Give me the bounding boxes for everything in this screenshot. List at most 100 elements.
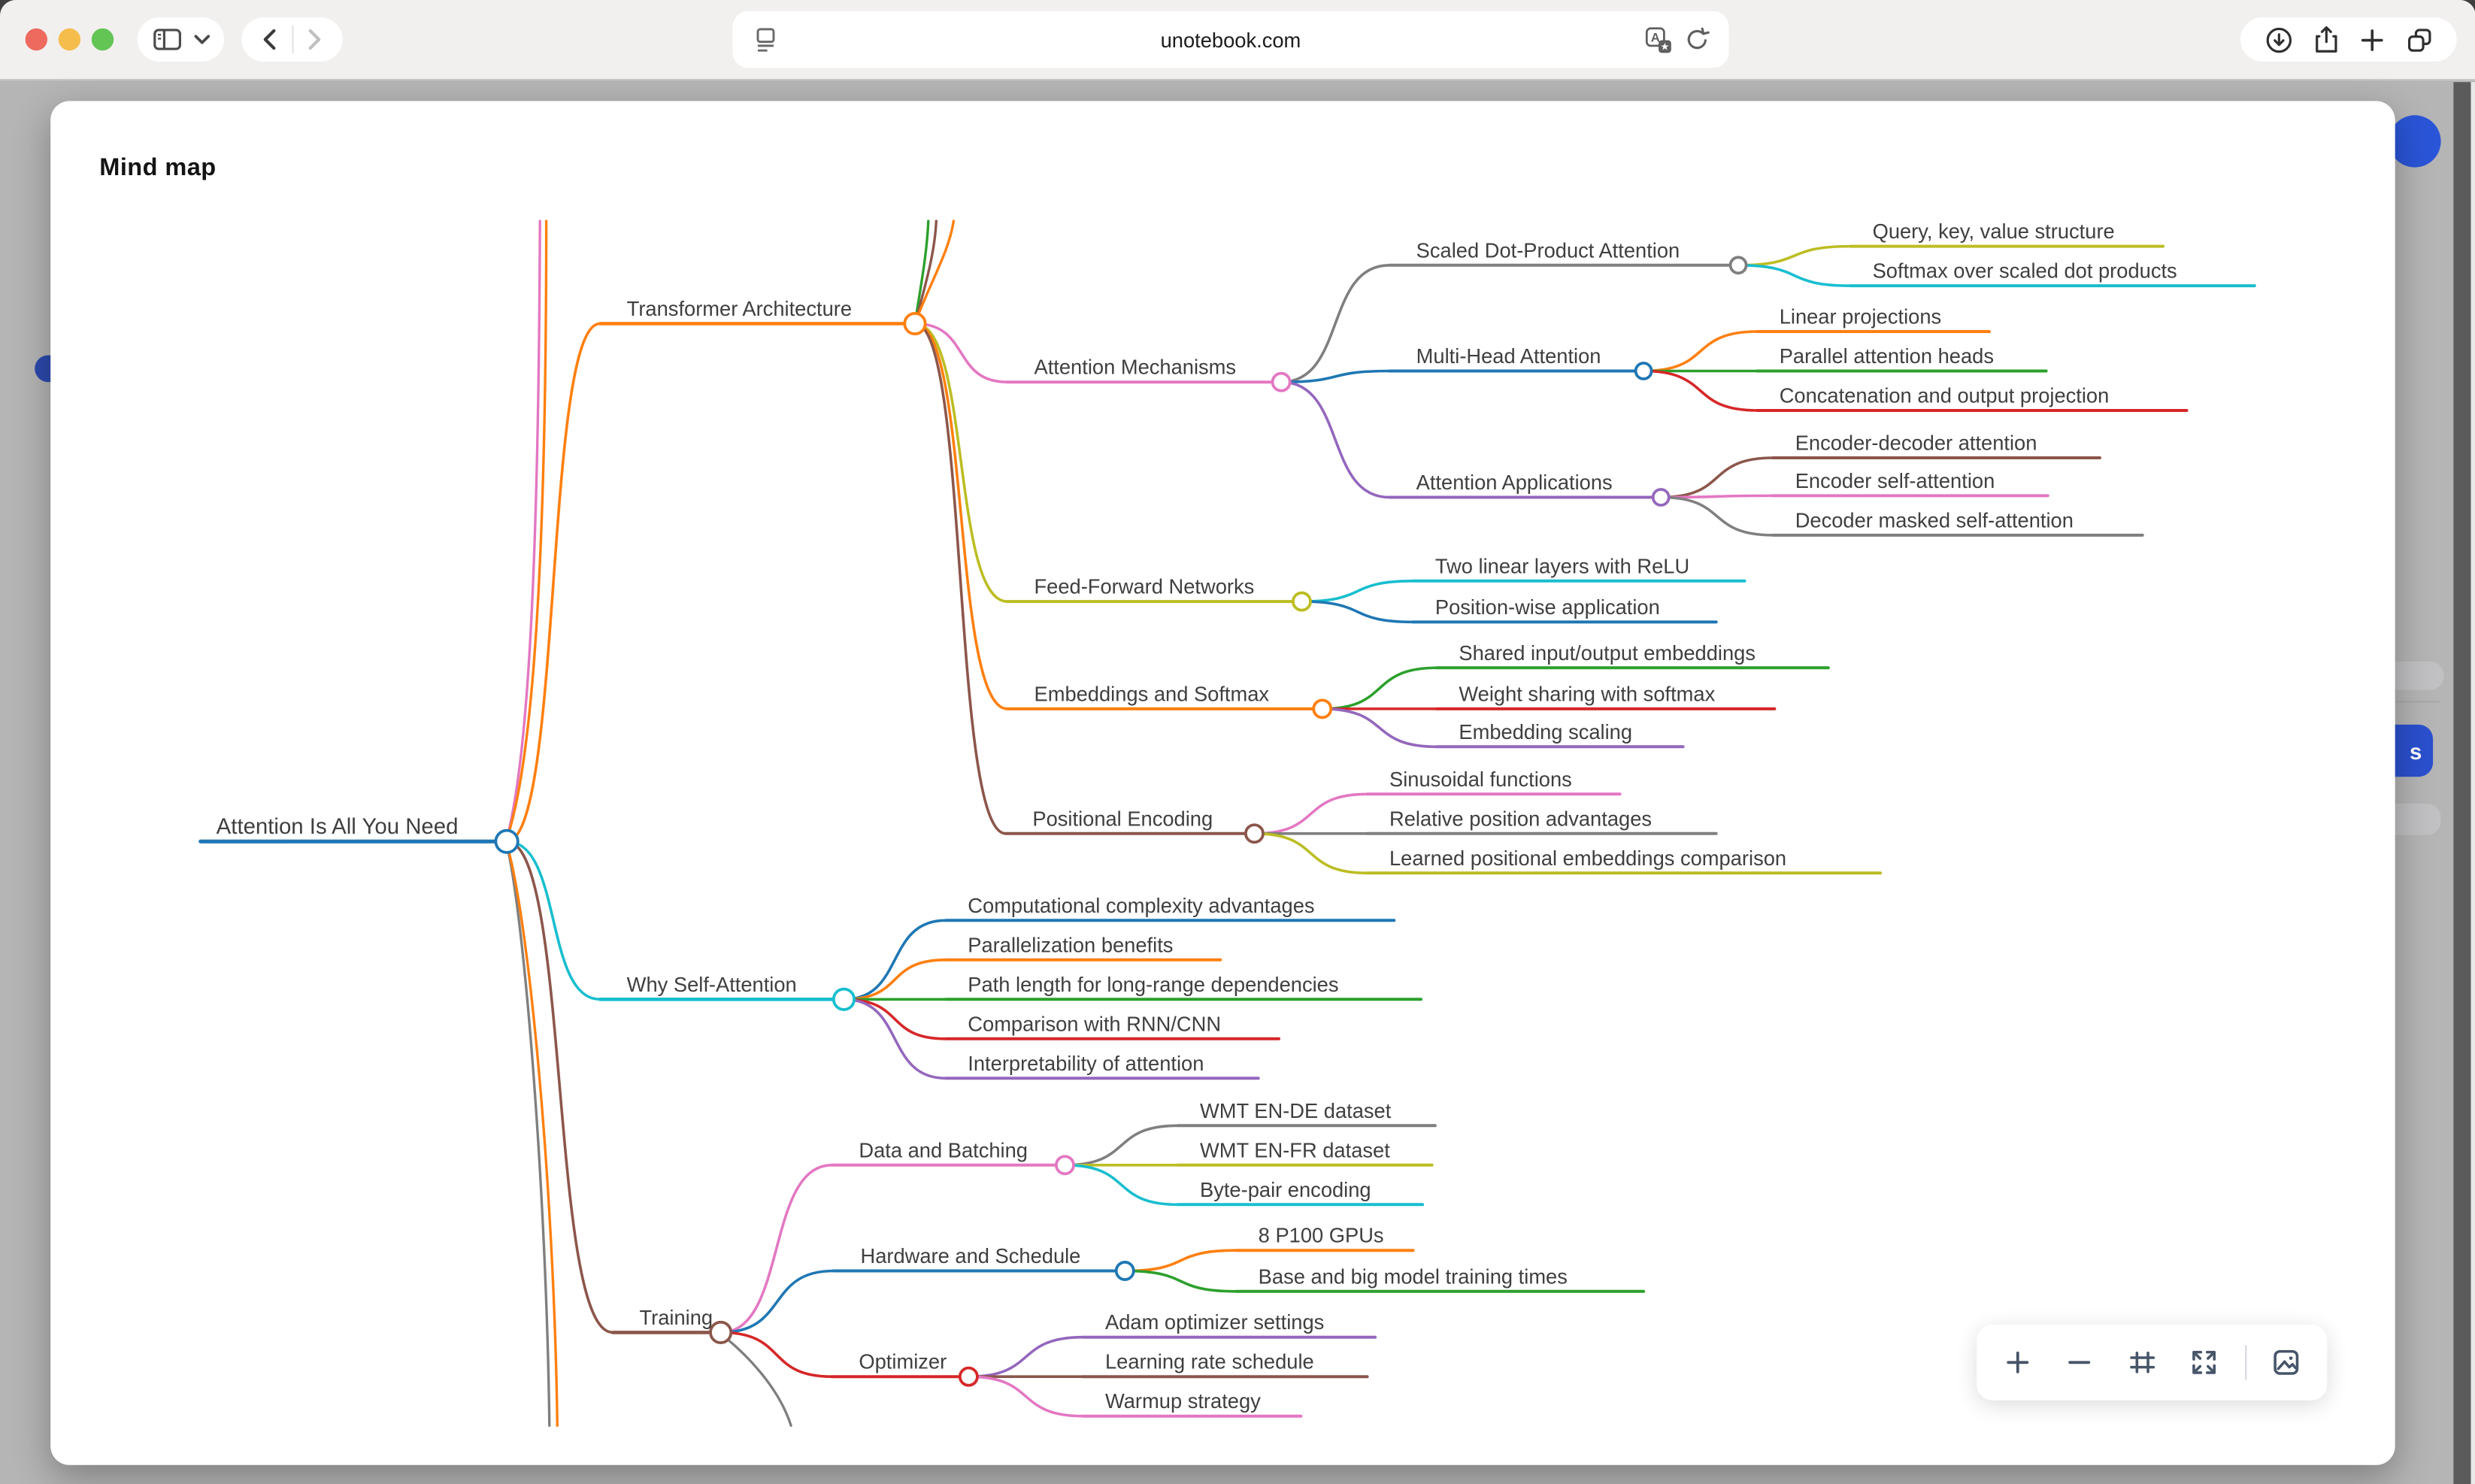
why-self-attention-circle[interactable]	[832, 987, 856, 1011]
address-bar[interactable]: unotebook.com A★	[732, 11, 1729, 68]
clipped-branch-link	[504, 840, 551, 1427]
multi-head-attention-circle[interactable]	[1634, 362, 1653, 380]
why-self-attention-link	[505, 840, 601, 1001]
hardware-and-schedule-label[interactable]: Hardware and Schedule	[861, 1244, 1081, 1267]
translate-icon[interactable]: A★	[1645, 26, 1672, 53]
shared-input-output-embeddings-label[interactable]: Shared input/output embeddings	[1459, 641, 1756, 665]
training-circle[interactable]	[709, 1320, 733, 1344]
parallel-attention-heads-label[interactable]: Parallel attention heads	[1780, 344, 1994, 368]
clipped-branch-link	[504, 220, 541, 843]
base-and-big-model-training-times-label[interactable]: Base and big model training times	[1259, 1264, 1568, 1288]
relative-position-advantages-label[interactable]: Relative position advantages	[1389, 807, 1652, 830]
multi-head-attention-label[interactable]: Multi-Head Attention	[1416, 344, 1601, 368]
byte-pair-encoding-label[interactable]: Byte-pair encoding	[1200, 1178, 1371, 1201]
why-self-attention-label[interactable]: Why Self-Attention	[627, 973, 797, 996]
interpretability-of-attention-label[interactable]: Interpretability of attention	[968, 1052, 1204, 1075]
position-wise-application-label[interactable]: Position-wise application	[1435, 595, 1660, 619]
feed-forward-networks-circle[interactable]	[1292, 591, 1312, 612]
fullscreen-icon[interactable]	[2183, 1340, 2227, 1385]
tabs-icon[interactable]	[2405, 26, 2432, 53]
root-label[interactable]: Attention Is All You Need	[217, 814, 459, 839]
new-tab-icon[interactable]	[2359, 28, 2383, 52]
data-and-batching-link	[719, 1164, 834, 1334]
wmt-en-fr-dataset-label[interactable]: WMT EN-FR dataset	[1200, 1138, 1390, 1161]
clipped-branch-link	[913, 220, 930, 326]
computational-complexity-advantages-label[interactable]: Computational complexity advantages	[968, 894, 1314, 917]
downloads-icon[interactable]	[2264, 26, 2292, 53]
attention-mechanisms-circle[interactable]	[1271, 371, 1292, 392]
transformer-architecture-label[interactable]: Transformer Architecture	[627, 297, 852, 320]
zoom-in-icon[interactable]	[1995, 1340, 2039, 1385]
embeddings-and-softmax-label[interactable]: Embeddings and Softmax	[1034, 682, 1269, 705]
mindmap-canvas[interactable]: Attention Is All You Need Transformer Arc…	[50, 101, 2395, 1464]
encoder-decoder-attention-label[interactable]: Encoder-decoder attention	[1795, 432, 2037, 455]
softmax-over-scaled-dot-products-label[interactable]: Softmax over scaled dot products	[1873, 259, 2177, 283]
chevron-down-icon[interactable]	[193, 35, 210, 44]
attention-applications-circle[interactable]	[1651, 488, 1671, 507]
comparison-with-rnn-cnn-label[interactable]: Comparison with RNN/CNN	[968, 1012, 1221, 1035]
minimize-window-button[interactable]	[58, 28, 81, 51]
embedding-scaling-label[interactable]: Embedding scaling	[1459, 720, 1632, 744]
embeddings-and-softmax-link	[913, 322, 1009, 710]
positional-encoding-link	[913, 322, 1007, 835]
decoder-masked-self-attention-label[interactable]: Decoder masked self-attention	[1795, 508, 2074, 532]
attention-mechanisms-label[interactable]: Attention Mechanisms	[1034, 356, 1236, 379]
two-linear-layers-with-relu-label[interactable]: Two linear layers with ReLU	[1435, 554, 1689, 577]
8-p100-gpus-label[interactable]: 8 P100 GPUs	[1259, 1224, 1384, 1247]
learned-positional-embeddings-comparison-label[interactable]: Learned positional embeddings comparison	[1389, 846, 1786, 870]
positional-encoding-label[interactable]: Positional Encoding	[1032, 807, 1213, 830]
reload-icon[interactable]	[1685, 27, 1710, 53]
feed-forward-networks-label[interactable]: Feed-Forward Networks	[1034, 575, 1254, 598]
reader-icon[interactable]	[755, 27, 777, 53]
share-icon[interactable]	[2314, 26, 2338, 54]
page-title: Mind map	[99, 154, 217, 182]
close-window-button[interactable]	[25, 28, 47, 51]
hardware-and-schedule-circle[interactable]	[1114, 1261, 1135, 1281]
optimizer-label[interactable]: Optimizer	[859, 1350, 947, 1373]
positional-encoding-circle[interactable]	[1244, 823, 1265, 844]
transformer-architecture-circle[interactable]	[903, 311, 927, 336]
export-image-icon[interactable]	[2264, 1340, 2309, 1385]
linear-projections-label[interactable]: Linear projections	[1780, 304, 1941, 328]
zoom-window-button[interactable]	[91, 28, 114, 51]
scaled-dot-product-attention-label[interactable]: Scaled Dot-Product Attention	[1416, 238, 1680, 262]
data-and-batching-circle[interactable]	[1055, 1155, 1075, 1176]
clipped-branch-link	[913, 220, 956, 326]
training-link	[505, 840, 614, 1334]
training-label[interactable]: Training	[640, 1306, 713, 1329]
wmt-en-de-dataset-label[interactable]: WMT EN-DE dataset	[1200, 1099, 1392, 1122]
adam-optimizer-settings-label[interactable]: Adam optimizer settings	[1105, 1310, 1324, 1334]
data-and-batching-label[interactable]: Data and Batching	[859, 1138, 1028, 1161]
encoder-self-attention-label[interactable]: Encoder self-attention	[1795, 469, 1995, 492]
forward-icon[interactable]	[293, 29, 338, 50]
parallelization-benefits-label[interactable]: Parallelization benefits	[968, 933, 1173, 956]
window-actions-pill	[2240, 17, 2457, 62]
svg-text:★: ★	[1660, 41, 1669, 52]
path-length-for-long-range-dependencies-label[interactable]: Path length for long-range dependencies	[968, 973, 1338, 996]
concatenation-and-output-projection-label[interactable]: Concatenation and output projection	[1780, 384, 2110, 407]
root-circle[interactable]	[494, 828, 520, 854]
embedding-scaling-link	[1320, 707, 1438, 749]
adam-optimizer-settings-link	[967, 1335, 1085, 1378]
embeddings-and-softmax-circle[interactable]	[1312, 698, 1333, 719]
8-p100-gpus-link	[1123, 1249, 1238, 1273]
scaled-dot-product-attention-circle[interactable]	[1728, 256, 1748, 275]
encoder-self-attention-link	[1659, 494, 1775, 499]
attention-mechanisms-link	[913, 322, 1009, 383]
fit-view-icon[interactable]	[2120, 1340, 2164, 1385]
sidebar-icon[interactable]	[153, 27, 181, 53]
clipped-branch-link	[504, 840, 559, 1427]
back-icon[interactable]	[247, 29, 292, 50]
learning-rate-schedule-label[interactable]: Learning rate schedule	[1105, 1350, 1314, 1373]
peek-top-right-circle	[2389, 115, 2441, 168]
warmup-strategy-label[interactable]: Warmup strategy	[1105, 1389, 1261, 1413]
weight-sharing-with-softmax-label[interactable]: Weight sharing with softmax	[1459, 682, 1715, 705]
two-linear-layers-with-relu-link	[1300, 580, 1415, 603]
optimizer-circle[interactable]	[958, 1366, 979, 1387]
multi-head-attention-link	[1280, 369, 1391, 383]
sinusoidal-functions-label[interactable]: Sinusoidal functions	[1389, 768, 1572, 791]
attention-applications-label[interactable]: Attention Applications	[1416, 471, 1613, 494]
zoom-out-icon[interactable]	[2058, 1340, 2102, 1385]
query-key-value-structure-label[interactable]: Query, key, value structure	[1873, 220, 2115, 243]
